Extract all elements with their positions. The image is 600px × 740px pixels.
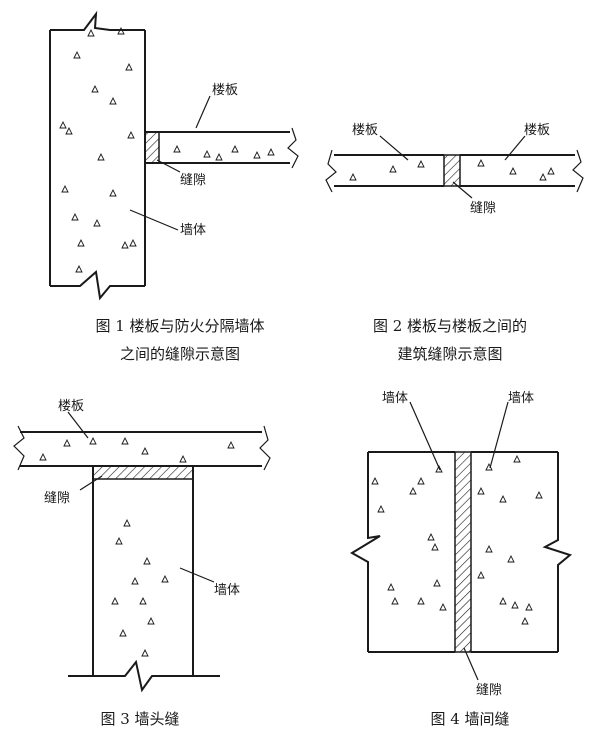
fig2-aggregate — [349, 158, 555, 181]
fig4-label-wall-left: 墙体 — [382, 391, 408, 406]
fig3-diagram: 楼板 缝隙 墙体 — [13, 399, 271, 693]
fig3-gap — [92, 465, 194, 480]
fig2-diagram: 楼板 楼板 缝隙 — [325, 123, 584, 216]
fig1-caption-line2: 之间的缝隙示意图 — [119, 345, 240, 363]
fig4-label-wall-right: 墙体 — [508, 391, 534, 406]
fig1-label-gap: 缝隙 — [180, 173, 206, 188]
fig2-label-gap: 缝隙 — [470, 201, 496, 216]
fig1-slab — [145, 127, 299, 169]
fig3-leaders — [67, 411, 215, 583]
fig4-diagram: 墙体 墙体 缝隙 — [350, 391, 573, 698]
fig1-gap — [144, 131, 160, 164]
fig3-wall — [68, 466, 220, 693]
fig4-caption: 图 4 墙间缝 — [430, 710, 510, 728]
fig2-gap — [443, 154, 461, 187]
fig3-caption: 图 3 墙头缝 — [100, 710, 180, 728]
fig3-label-gap: 缝隙 — [44, 491, 70, 506]
fig3-aggregate — [39, 436, 235, 657]
fig2-slab-right — [460, 149, 584, 193]
fig4-aggregate — [371, 454, 543, 625]
fig2-label-floor-slab-left: 楼板 — [352, 123, 378, 138]
fig4-gap — [454, 451, 472, 653]
fig1-caption-line1: 图 1 楼板与防火分隔墙体 — [95, 317, 265, 335]
fig4-wall-right — [471, 451, 573, 653]
fig1-label-floor-slab: 楼板 — [212, 83, 238, 98]
fig3-label-floor-slab: 楼板 — [58, 399, 84, 414]
fig1-leaders — [129, 95, 211, 231]
fig3-label-wall: 墙体 — [214, 583, 240, 598]
fig1-aggregate — [59, 26, 275, 273]
fig2-caption-line1: 图 2 楼板与楼板之间的 — [372, 317, 528, 335]
fig4-leaders — [409, 401, 509, 681]
fig2-label-floor-slab-right: 楼板 — [524, 123, 550, 138]
fig4-wall-left — [350, 451, 455, 653]
fig4-label-gap: 缝隙 — [476, 683, 502, 698]
fig1-wall — [49, 10, 146, 301]
fig1-diagram: 楼板 缝隙 墙体 — [49, 10, 299, 301]
fig2-leaders — [379, 135, 526, 199]
fig2-slab-left — [325, 149, 444, 193]
fig1-label-wall: 墙体 — [180, 223, 206, 238]
fig2-caption-line2: 建筑缝隙示意图 — [397, 345, 503, 363]
